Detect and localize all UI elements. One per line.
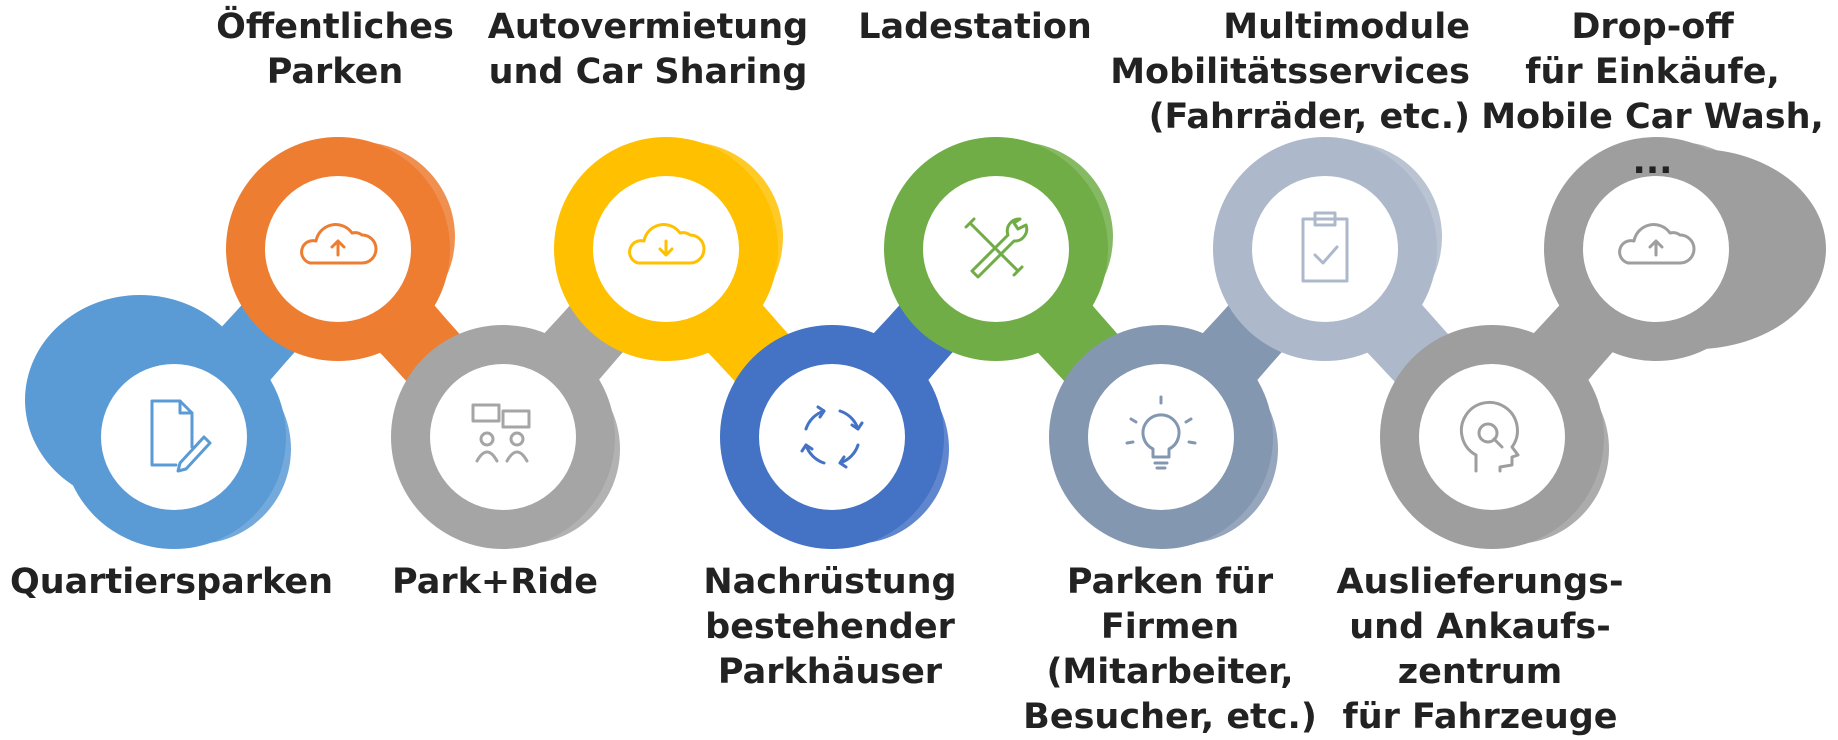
node-circle (1088, 364, 1234, 510)
label-autovermietung: Autovermietung und Car Sharing (487, 7, 809, 92)
people-chat-icon (471, 403, 531, 463)
tools-icon (964, 217, 1029, 279)
lightbulb-icon (1125, 395, 1197, 470)
label-oeffentliches-parken: Öffentliches Parken (216, 7, 454, 92)
label-multimodule: Multimodule Mobilitätsservices (Fahrräde… (1110, 7, 1470, 137)
label-drop-off: Drop-off für Einkäufe, Mobile Car Wash, … (1481, 7, 1824, 182)
cloud-download-icon (628, 223, 706, 265)
refresh-icon (800, 405, 864, 469)
node-circle (101, 364, 247, 510)
label-park-ride: Park+Ride (392, 562, 598, 602)
label-nachruestung: Nachrüstung bestehender Parkhäuser (703, 562, 957, 692)
node-circle (430, 364, 576, 510)
cloud-upload-icon (1618, 223, 1696, 265)
node-circle (1419, 364, 1565, 510)
clipboard-check-icon (1301, 211, 1349, 283)
node-circle (759, 364, 905, 510)
document-edit-icon (150, 399, 212, 473)
label-quartiersparken: Quartiersparken (10, 562, 334, 602)
label-parken-firmen: Parken für Firmen (Mitarbeiter, Besucher… (1023, 562, 1317, 737)
label-auslieferung: Auslieferungs- und Ankaufs- zentrum für … (1336, 562, 1624, 737)
head-gear-icon (1459, 400, 1520, 473)
label-ladestation: Ladestation (858, 7, 1092, 47)
cloud-upload-icon (300, 223, 378, 265)
node-circle (1252, 176, 1398, 322)
